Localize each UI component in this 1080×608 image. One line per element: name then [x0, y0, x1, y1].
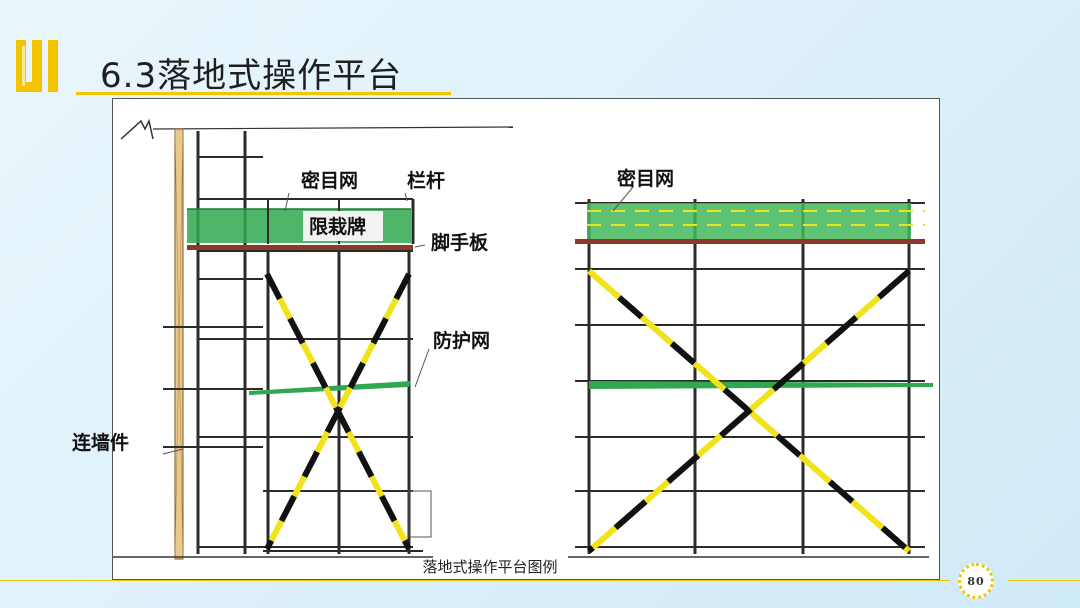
right-protective-net — [589, 381, 933, 389]
label-scaffold-board: 脚手板 — [431, 231, 489, 254]
building-wall — [120, 118, 514, 560]
diagram-frame: 密目网 栏杆 限栽牌 脚手板 防护网 — [112, 98, 940, 580]
page-badge-icon: 80 — [958, 563, 994, 599]
right-x-brace — [587, 268, 911, 554]
label-mesh-right: 密目网 — [617, 167, 674, 190]
left-base-box — [408, 490, 432, 538]
slide-title: 6.3落地式操作平台 — [100, 56, 403, 96]
left-protective-net — [249, 381, 411, 395]
left-x-brace — [264, 272, 412, 551]
left-scaffold-board — [187, 245, 413, 250]
title-underline — [76, 92, 451, 95]
page-number: 80 — [967, 574, 985, 588]
label-limit-sign: 限栽牌 — [309, 215, 366, 238]
label-mesh-left: 密目网 — [301, 169, 358, 192]
label-wall-tie: 连墙件 — [72, 432, 130, 454]
right-scaffold-uprights — [587, 199, 911, 554]
footer-line — [0, 580, 950, 581]
right-scaffold-ledgers — [575, 202, 925, 548]
right-scaffold-board — [575, 239, 925, 244]
diagram-caption: 落地式操作平台图例 — [422, 558, 558, 576]
platform-diagram: 密目网 栏杆 限栽牌 脚手板 防护网 — [113, 118, 933, 560]
slide-logo-icon — [16, 40, 58, 92]
footer-line-right — [1008, 580, 1080, 581]
label-protective-net: 防护网 — [433, 329, 490, 352]
label-railing: 栏杆 — [407, 169, 445, 192]
right-dense-mesh — [587, 203, 911, 239]
